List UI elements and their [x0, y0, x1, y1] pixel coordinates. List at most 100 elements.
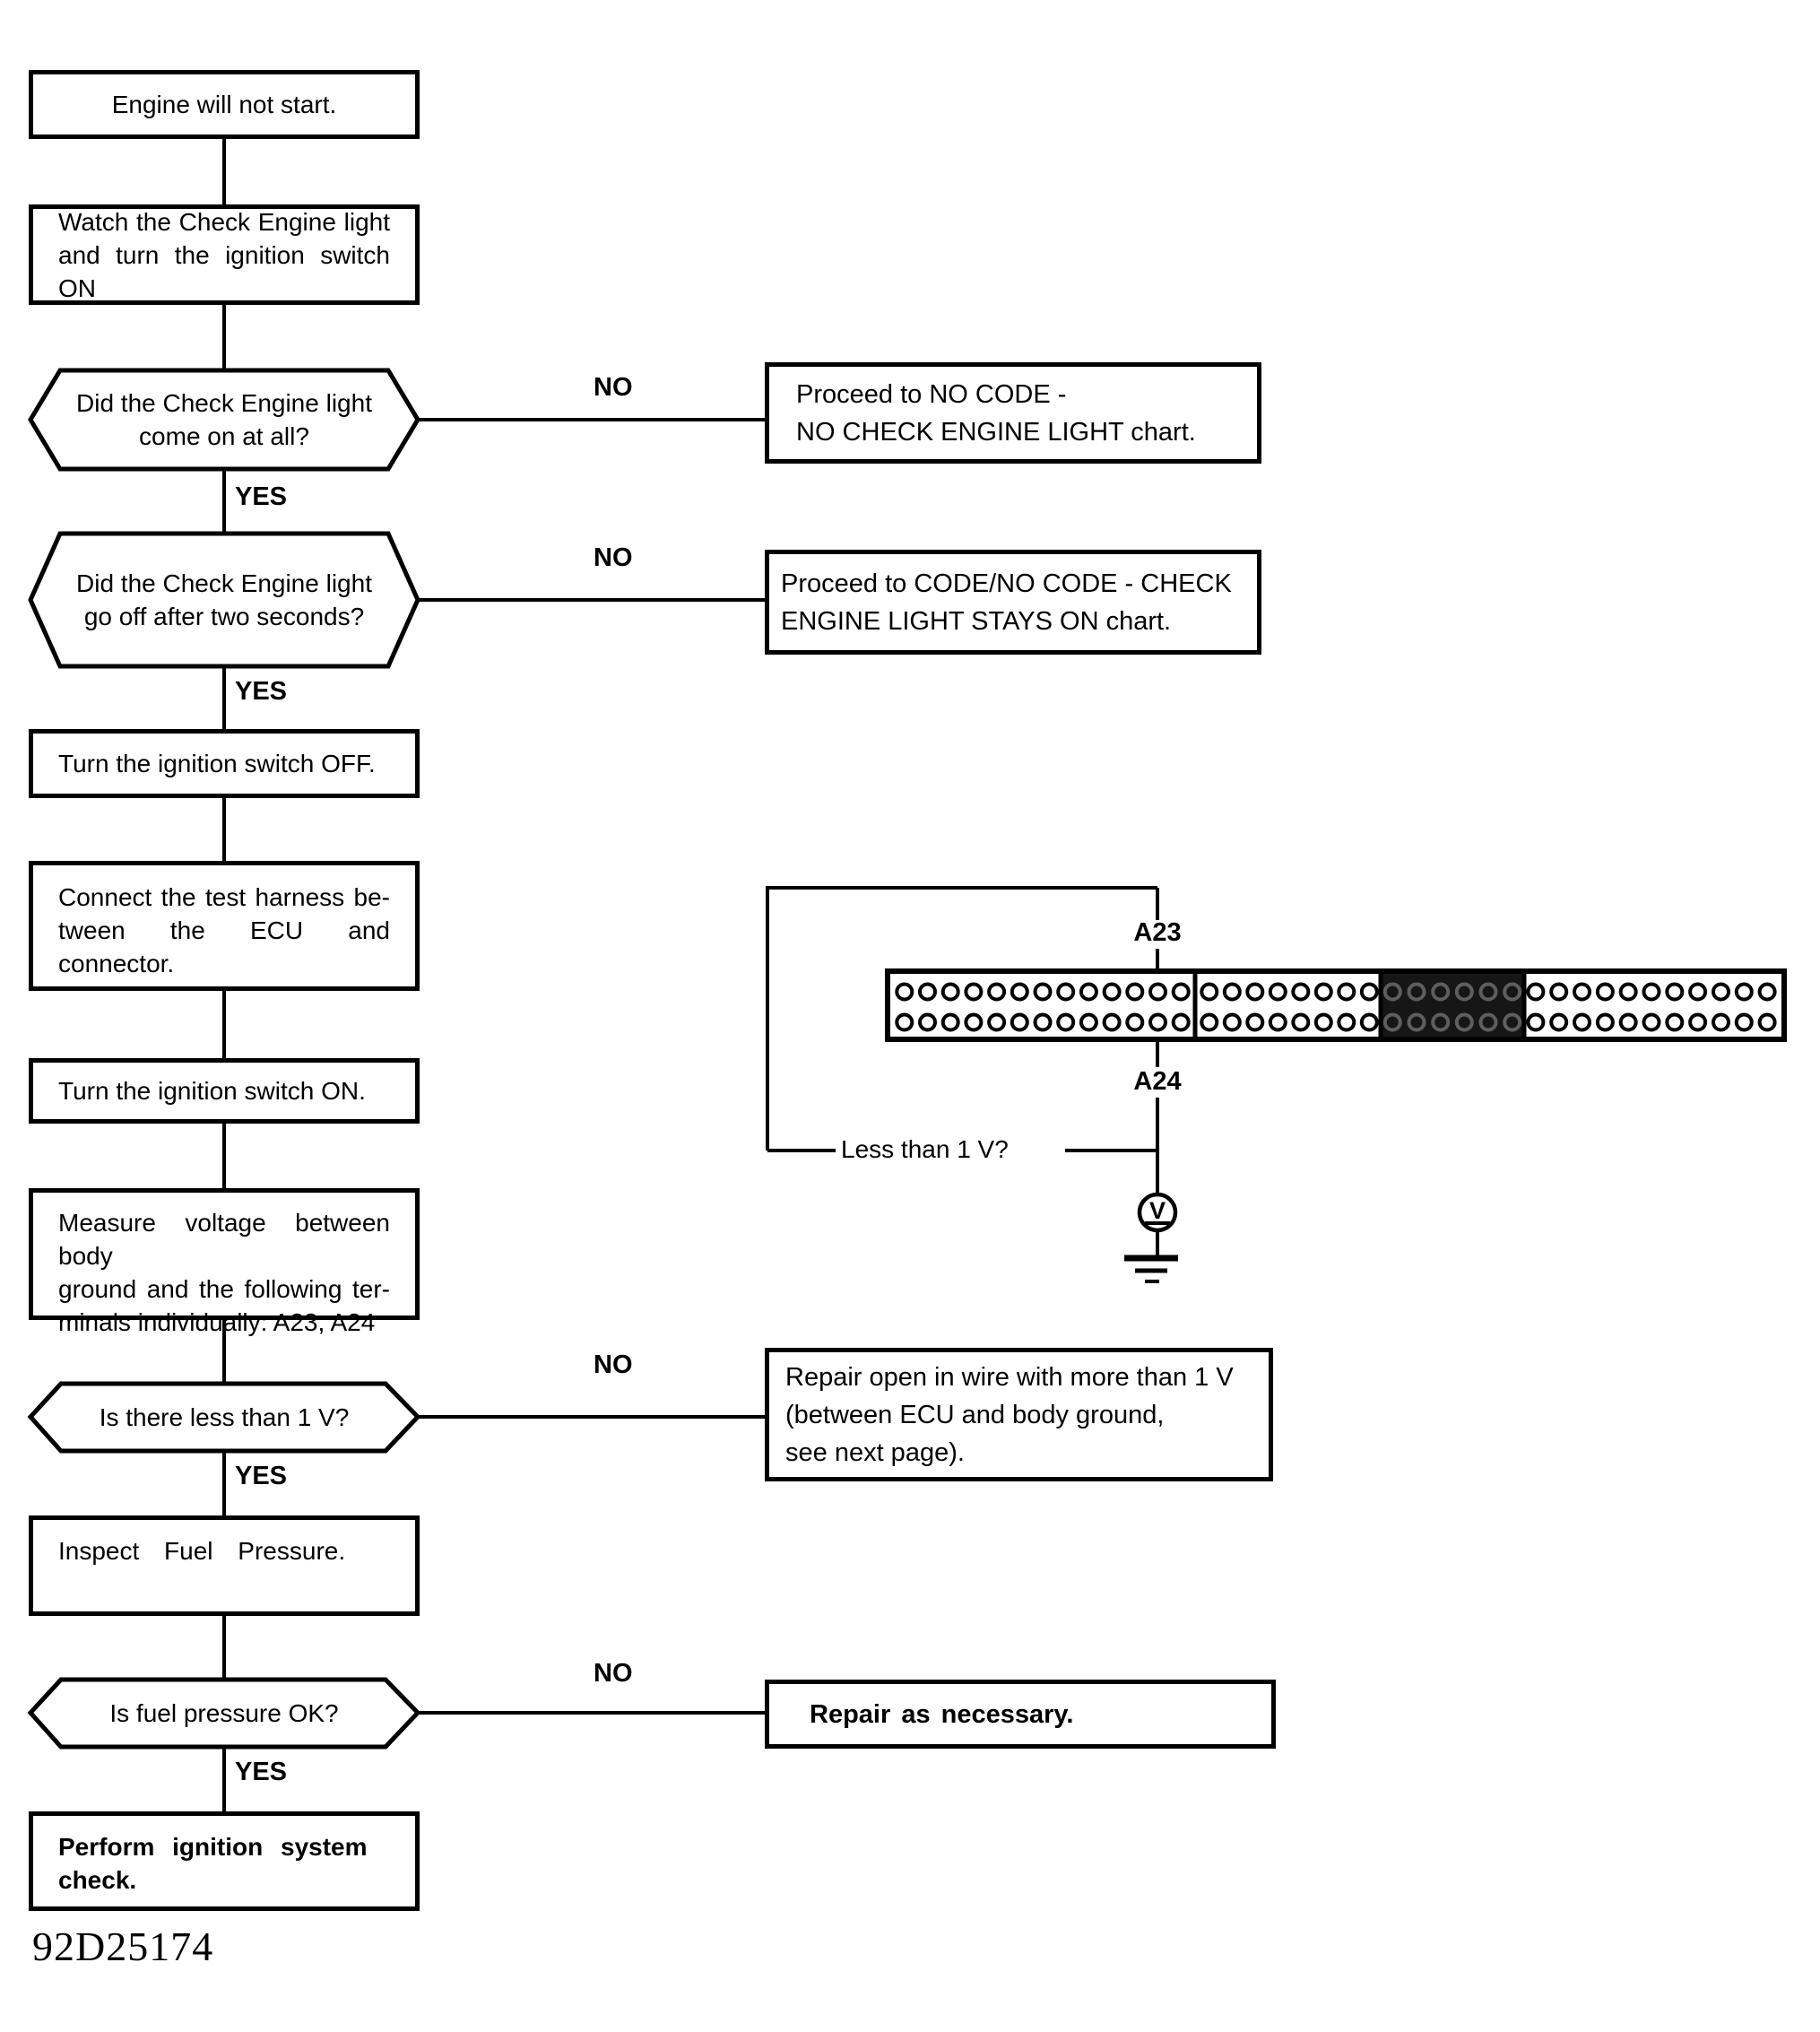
- connector-pin: [1407, 1012, 1426, 1032]
- connector-pin: [1313, 1012, 1333, 1032]
- decision-less-than-1v-text: Is there less than 1 V?: [54, 1384, 394, 1451]
- connector-pin: [1125, 982, 1145, 1002]
- connector-pin: [1618, 982, 1638, 1002]
- connector-pin: [1148, 1012, 1167, 1032]
- result-text-line: Proceed to NO CODE -: [796, 379, 1067, 409]
- ecu-connector-highlighted-section: [1381, 974, 1524, 1037]
- connector-pin: [1200, 982, 1219, 1002]
- connector-pin: [1734, 1012, 1754, 1032]
- step-text-line: and turn the ignition switch ON: [58, 240, 390, 302]
- connector-pin: [1526, 1012, 1546, 1032]
- voltmeter-symbol: [1137, 1192, 1178, 1233]
- connector-pin: [1268, 982, 1287, 1002]
- result-text-line: (between ECU and body ground,: [785, 1400, 1165, 1429]
- connector-pin: [1503, 1012, 1522, 1032]
- connector-pin: [1431, 982, 1451, 1002]
- connector-pin: [987, 1012, 1007, 1032]
- connector-pin: [1734, 982, 1754, 1002]
- step-text-line: minals individually: A23, A24: [58, 1308, 376, 1336]
- connector-pin: [1712, 982, 1730, 1002]
- figure-number: 92D25174: [32, 1923, 214, 1969]
- decision-less-than-1v-shape: [27, 1381, 421, 1454]
- connector-pin: [1056, 982, 1076, 1002]
- result-proceed-stays-on-chart: Proceed to CODE/NO CODE - CHECK ENGINE L…: [765, 550, 1261, 655]
- yes-label: YES: [235, 1462, 288, 1490]
- connector-pin: [1431, 1012, 1451, 1032]
- connector-pin: [1503, 982, 1522, 1002]
- less-than-1v-question-label: Less than 1 V?: [841, 1135, 1009, 1163]
- connector-pin: [1665, 1012, 1685, 1032]
- ecu-connector: [885, 968, 1787, 1042]
- yes-label: YES: [235, 677, 288, 706]
- connector-pin: [895, 1012, 914, 1032]
- connector-pin: [1454, 1012, 1474, 1032]
- connector-pin: [1171, 982, 1191, 1002]
- step-text-line: Connect the test harness be-: [58, 883, 390, 911]
- connector-pin: [1313, 982, 1333, 1002]
- connector-pin: [1595, 982, 1615, 1002]
- connector-pin: [918, 982, 937, 1002]
- connector-pin: [1382, 982, 1402, 1002]
- connector-pin: [1222, 982, 1242, 1002]
- result-proceed-no-code-chart: Proceed to NO CODE - NO CHECK ENGINE LIG…: [765, 362, 1261, 464]
- decision-light-went-off-text: Did the Check Engine light go off after …: [54, 534, 394, 666]
- step-measure-voltage: Measure voltage between body ground and …: [29, 1188, 420, 1336]
- ecu-connector-pins-section-1: [895, 982, 1191, 1032]
- connector-pin: [1757, 1012, 1777, 1032]
- terminal-a24-label: A24: [1133, 1067, 1182, 1096]
- connector-pin: [1573, 1012, 1591, 1032]
- connector-pin: [1102, 982, 1122, 1002]
- yes-label: YES: [235, 482, 288, 511]
- step-engine-will-not-start: Engine will not start.: [29, 70, 420, 139]
- decision-text-line: Is there less than 1 V?: [99, 1403, 350, 1431]
- step-connect-test-harness: Connect the test harness be- tween the E…: [29, 861, 420, 991]
- result-text-line: Repair open in wire with more than 1 V: [785, 1362, 1234, 1392]
- decision-text-line: come on at all?: [139, 422, 309, 450]
- connector-pin: [1200, 1012, 1219, 1032]
- result-repair-as-necessary: Repair as necessary.: [765, 1680, 1276, 1749]
- connector-pin: [1337, 982, 1356, 1002]
- connector-pin: [1665, 982, 1685, 1002]
- connector-pin: [1712, 1012, 1730, 1032]
- connector-pin: [1359, 1012, 1379, 1032]
- connector-pin: [1268, 1012, 1287, 1032]
- connector-pin: [1010, 982, 1029, 1002]
- no-label: NO: [594, 1350, 633, 1379]
- step-ignition-switch-off: Turn the ignition switch OFF.: [29, 729, 420, 798]
- connector-pin: [1337, 1012, 1356, 1032]
- decision-light-came-on-shape: [28, 368, 420, 472]
- result-text-line: Proceed to CODE/NO CODE - CHECK: [781, 569, 1232, 598]
- result-text-line: see next page).: [785, 1437, 965, 1467]
- ecu-connector-pins-section-3: [1382, 982, 1522, 1032]
- decision-text-line: Is fuel pressure OK?: [109, 1699, 339, 1727]
- connector-pin: [1102, 1012, 1122, 1032]
- connector-pin: [1526, 982, 1546, 1002]
- connector-pin: [918, 1012, 937, 1032]
- step-text-line: Measure voltage between body: [58, 1209, 390, 1270]
- step-text-line: Perform ignition system check.: [58, 1833, 368, 1894]
- connector-pin: [1478, 1012, 1498, 1032]
- connector-pin: [1573, 982, 1591, 1002]
- connector-pin: [1549, 982, 1569, 1002]
- connector-pin: [1757, 982, 1777, 1002]
- step-text-line: tween the ECU and connector.: [58, 916, 390, 977]
- ecu-connector-pins-section-2: [1200, 982, 1379, 1032]
- connector-pin: [1478, 982, 1498, 1002]
- ecu-connector-pins-section-4: [1526, 982, 1777, 1032]
- connector-pin: [1056, 1012, 1076, 1032]
- connector-pin: [1642, 982, 1661, 1002]
- connector-pin: [1171, 1012, 1191, 1032]
- step-ignition-switch-on: Turn the ignition switch ON.: [29, 1058, 420, 1124]
- yes-label: YES: [235, 1758, 288, 1786]
- step-text-line: Watch the Check Engine light: [58, 207, 390, 236]
- connector-pin: [987, 982, 1007, 1002]
- no-branch-lines: [416, 418, 765, 1715]
- connector-pin: [1407, 982, 1426, 1002]
- decision-fuel-pressure-ok-text: Is fuel pressure OK?: [54, 1680, 394, 1747]
- connector-pin: [1033, 1012, 1053, 1032]
- decision-text-line: go off after two seconds?: [83, 603, 365, 630]
- no-label: NO: [594, 373, 633, 402]
- connector-pin: [1033, 982, 1053, 1002]
